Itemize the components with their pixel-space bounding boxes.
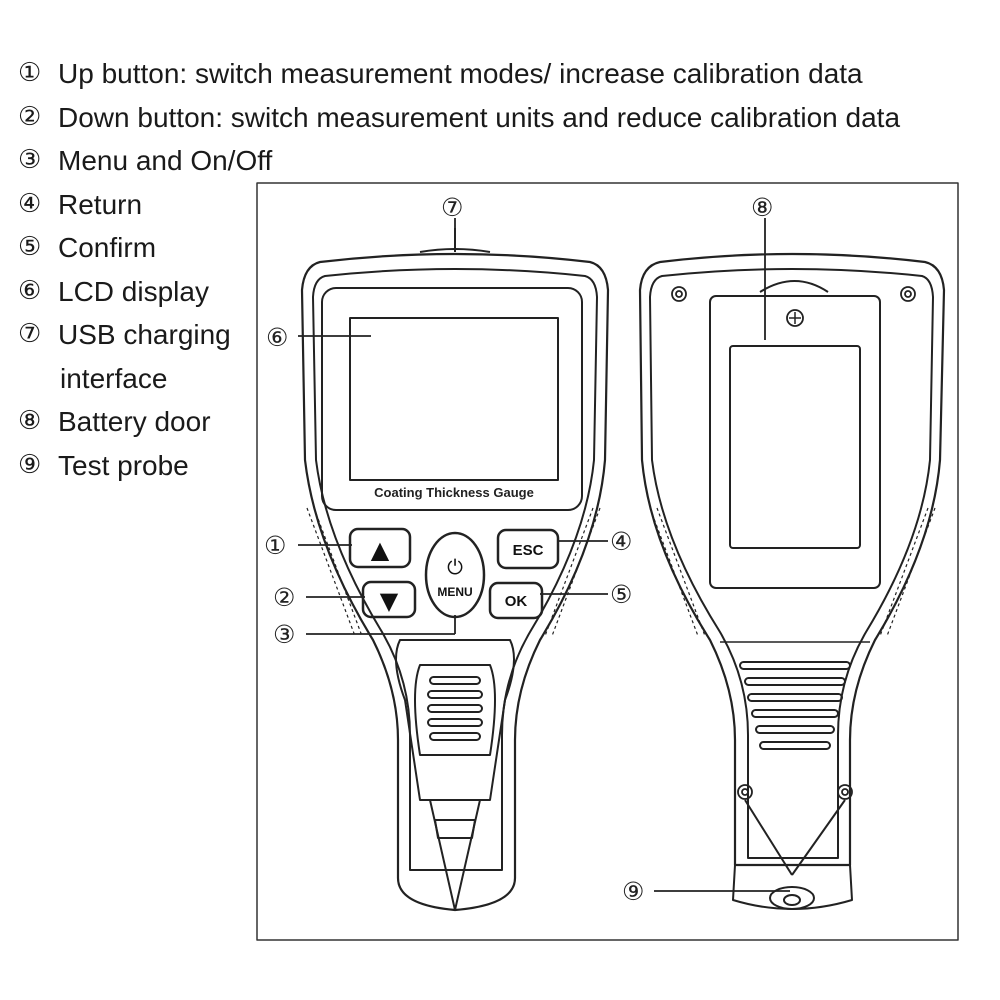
- callout-6: ⑥: [266, 323, 288, 352]
- legend-item-menu: ③ Menu and On/Off: [18, 139, 900, 183]
- battery-door-screw: [786, 309, 804, 327]
- legend-text: LCD display: [58, 275, 209, 307]
- up-arrow-icon: ▲: [371, 536, 390, 564]
- legend-item-usb: ⑦ USB charging: [18, 313, 900, 357]
- legend-number: ⑨: [18, 449, 42, 480]
- legend-item-return: ④ Return: [18, 183, 900, 227]
- back-vent-slots: [739, 661, 851, 750]
- front-grip-slots: [427, 676, 483, 741]
- legend-number: ④: [18, 188, 42, 219]
- legend-text: USB charging: [58, 319, 231, 350]
- back-screws: [671, 286, 916, 800]
- left-grip-pattern: [306, 507, 363, 637]
- legend-item-lcd: ⑥ LCD display: [18, 270, 900, 314]
- esc-button[interactable]: [496, 528, 560, 570]
- probe-tip: [769, 886, 815, 910]
- ok-button[interactable]: [488, 581, 544, 620]
- legend-number: ①: [18, 58, 42, 88]
- usb-port: [419, 248, 491, 253]
- lcd-display: [349, 317, 559, 481]
- legend-item-up-button: ① Up button: switch measurement modes/ in…: [18, 52, 900, 96]
- power-icon: ⏻: [447, 555, 463, 579]
- back-view: [638, 252, 946, 910]
- down-arrow-icon: ▼: [380, 587, 399, 615]
- battery-door: [709, 295, 881, 589]
- legend-number: ⑧: [18, 406, 42, 436]
- legend-number: ⑤: [18, 232, 42, 262]
- front-body-outline: [300, 252, 610, 912]
- battery-door-label-area: [729, 345, 861, 549]
- diagram-frame: [256, 182, 959, 941]
- back-body-inner: [649, 268, 934, 859]
- back-body-outline: [638, 252, 946, 867]
- callout-1: ①: [264, 531, 286, 560]
- menu-button-label: MENU: [437, 585, 472, 599]
- callout-3: ③: [273, 620, 295, 649]
- callout-8: ⑧: [751, 193, 773, 222]
- legend-item-confirm: ⑤ Confirm: [18, 226, 900, 270]
- front-lower-panel: [395, 639, 515, 801]
- legend-number: ⑥: [18, 275, 42, 306]
- esc-button-label: ESC: [513, 542, 544, 559]
- legend-text: interface: [60, 362, 168, 394]
- legend-item-down-button: ② Down button: switch measurement units a…: [18, 96, 900, 140]
- front-grip-pad: [414, 664, 496, 756]
- legend-text: Menu and On/Off: [58, 145, 273, 176]
- legend-text: Up button: switch measurement modes/ inc…: [58, 58, 863, 89]
- device-label: Coating Thickness Gauge: [374, 485, 534, 500]
- legend-text: Test probe: [58, 449, 189, 481]
- legend-item-probe: ⑨ Test probe: [18, 444, 900, 488]
- legend-text: Confirm: [58, 232, 157, 263]
- legend-number: ②: [18, 101, 42, 132]
- right-grip-pattern: [544, 507, 601, 637]
- callout-lines: [298, 218, 790, 892]
- up-button[interactable]: [348, 527, 412, 569]
- callout-4: ④: [610, 527, 632, 556]
- ok-button-label: OK: [505, 593, 528, 610]
- front-screen-bezel: [321, 287, 583, 511]
- legend-list: ① Up button: switch measurement modes/ in…: [18, 52, 900, 487]
- legend-item-usb-cont: interface: [18, 357, 900, 401]
- legend-text: Return: [58, 188, 143, 220]
- callout-5: ⑤: [610, 580, 632, 609]
- legend-text: Battery door: [58, 406, 211, 437]
- callout-7: ⑦: [441, 193, 463, 222]
- callout-9: ⑨: [622, 877, 644, 906]
- legend-number: ⑦: [18, 319, 42, 349]
- legend-number: ③: [18, 145, 42, 175]
- front-view: Coating Thickness Gauge ▲ ▼ ESC OK ⏻ MEN…: [300, 228, 610, 912]
- callout-2: ②: [273, 583, 295, 612]
- legend-text: Down button: switch measurement units an…: [58, 101, 901, 133]
- battery-door-arc: [759, 280, 829, 293]
- down-button[interactable]: [361, 580, 417, 619]
- legend-item-battery: ⑧ Battery door: [18, 400, 900, 444]
